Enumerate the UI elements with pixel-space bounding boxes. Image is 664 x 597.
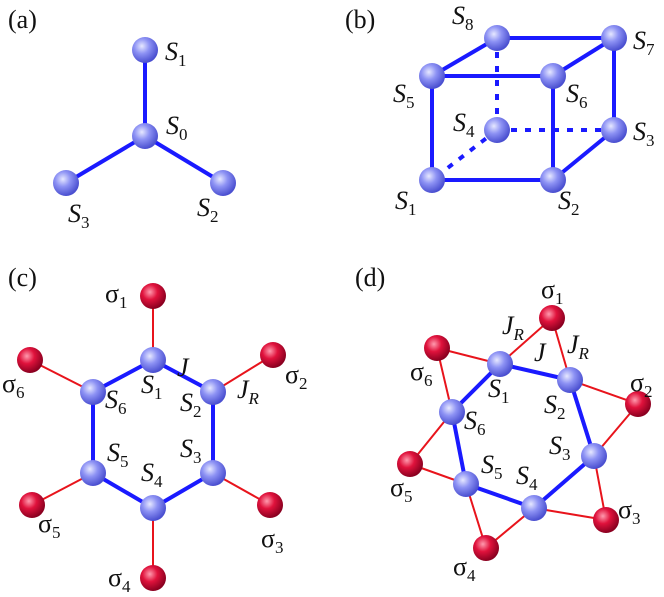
- label-a-s0: S0: [166, 111, 188, 144]
- sigma-d-6: [424, 335, 450, 361]
- spin-b-s4: [484, 117, 510, 143]
- label-d-sigma5: σ5: [390, 473, 413, 506]
- panel-c: (c) S1 S2 S3 S4 S5 S6 J JR σ1: [2, 263, 308, 596]
- spin-c-s1: [140, 347, 166, 373]
- spin-c-s4: [140, 495, 166, 521]
- label-b-s6: S6: [566, 79, 588, 112]
- spin-d-s5: [453, 471, 479, 497]
- spin-c-s5: [80, 460, 106, 486]
- spin-d-s3: [581, 443, 607, 469]
- label-d-j: J: [534, 338, 547, 367]
- label-c-sigma5: σ5: [38, 509, 61, 542]
- label-c-jr: JR: [237, 375, 260, 408]
- label-b-s4: S4: [453, 108, 475, 141]
- spin-b-s6: [540, 63, 566, 89]
- spin-d-s1: [487, 351, 513, 377]
- label-c-sigma6: σ6: [2, 369, 25, 402]
- label-d-s5: S5: [481, 450, 503, 483]
- sigma-d-3: [593, 507, 619, 533]
- spin-d-s2: [557, 367, 583, 393]
- label-c-sigma4: σ4: [108, 563, 131, 596]
- label-c-s6: S6: [105, 385, 127, 418]
- label-c-j: J: [177, 353, 190, 382]
- panel-a-label: (a): [8, 5, 37, 34]
- panel-b: (b) S8 S7 S5 S6 S4 S3 S1 S2: [345, 1, 655, 219]
- bond-a-s0-s2: [143, 134, 225, 185]
- spin-c-s6: [80, 379, 106, 405]
- sigma-c-4: [140, 565, 166, 591]
- spin-a-s0: [132, 123, 158, 149]
- spin-b-s2: [540, 167, 566, 193]
- spin-c-s3: [200, 460, 226, 486]
- spin-d-s4: [521, 495, 547, 521]
- label-d-s2: S2: [544, 390, 566, 423]
- label-d-s4: S4: [516, 461, 538, 494]
- label-b-s8: S8: [452, 1, 474, 34]
- label-c-sigma3: σ3: [261, 524, 284, 557]
- sigma-d-4: [473, 535, 499, 561]
- spin-d-s6: [439, 399, 465, 425]
- spin-a-s2: [210, 170, 236, 196]
- label-b-s1: S1: [395, 186, 417, 219]
- spin-b-s7: [601, 25, 627, 51]
- label-d-sigma1: σ1: [541, 275, 564, 308]
- label-c-s3: S3: [180, 434, 202, 467]
- label-d-sigma6: σ6: [410, 357, 433, 390]
- sigma-c-1: [140, 283, 166, 309]
- panel-c-label: (c): [8, 263, 37, 292]
- label-d-jr-left: JR: [502, 311, 525, 344]
- label-d-sigma4: σ4: [453, 552, 476, 585]
- label-a-s1: S1: [165, 37, 187, 70]
- sigma-d-5: [397, 451, 423, 477]
- sigma-d-1: [539, 305, 565, 331]
- label-d-s6: S6: [464, 406, 486, 439]
- label-c-s5: S5: [107, 438, 129, 471]
- label-b-s5: S5: [393, 79, 415, 112]
- bond-b-s2-s3: [551, 128, 616, 182]
- panel-b-label: (b): [345, 5, 375, 34]
- label-c-s2: S2: [180, 388, 202, 421]
- label-b-s7: S7: [633, 26, 655, 59]
- panel-d: (d) S1 S2 S3 S4 S5 S6 JR J JR: [355, 263, 653, 585]
- panel-d-label: (d): [355, 263, 385, 292]
- label-a-s3: S3: [68, 199, 90, 232]
- label-d-sigma3: σ3: [618, 495, 641, 528]
- spin-a-s1: [132, 37, 158, 63]
- label-c-s4: S4: [141, 458, 163, 491]
- sigma-c-5: [19, 492, 45, 518]
- bond-a-s0-s3: [64, 134, 147, 185]
- label-b-s2: S2: [558, 186, 580, 219]
- sigma-c-6: [17, 347, 43, 373]
- label-c-sigma2: σ2: [285, 360, 308, 393]
- spin-b-s8: [484, 25, 510, 51]
- spin-b-s5: [419, 63, 445, 89]
- sigma-d-2: [625, 391, 651, 417]
- label-c-sigma1: σ1: [105, 279, 128, 312]
- label-d-sigma2: σ2: [630, 368, 653, 401]
- label-a-s2: S2: [197, 193, 219, 226]
- spin-a-s3: [53, 170, 79, 196]
- label-d-s1: S1: [488, 374, 510, 407]
- spin-b-s1: [419, 167, 445, 193]
- spin-b-s3: [601, 117, 627, 143]
- spin-c-s2: [200, 379, 226, 405]
- label-d-jr-right: JR: [567, 330, 590, 363]
- sigma-c-3: [257, 492, 283, 518]
- panel-a: (a) S1 S0 S3 S2: [8, 5, 236, 232]
- label-d-s3: S3: [549, 431, 571, 464]
- label-b-s3: S3: [633, 117, 655, 150]
- sigma-c-2: [260, 342, 286, 368]
- label-c-s1: S1: [141, 370, 163, 403]
